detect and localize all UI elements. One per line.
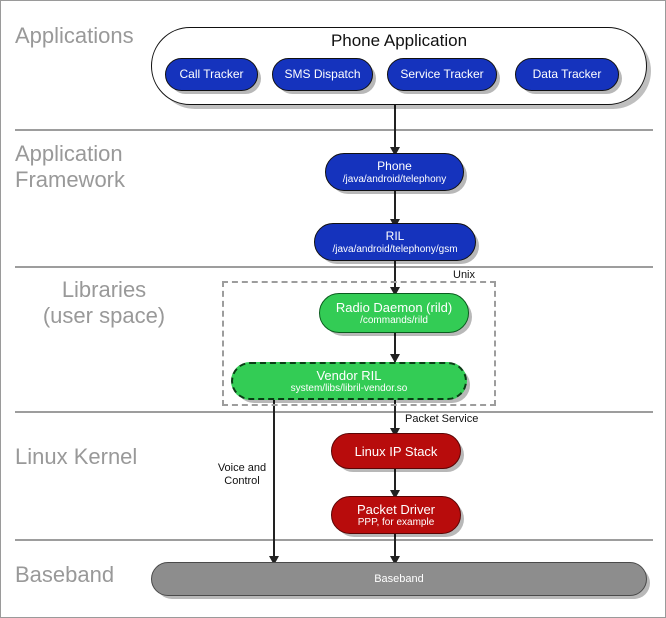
edge-label-voice-and-control: Voice and Control xyxy=(217,462,267,487)
phone-application-title: Phone Application xyxy=(330,31,468,50)
node-ril-subtitle: /java/android/telephony/gsm xyxy=(332,243,458,255)
node-linux-ip-stack-title: Linux IP Stack xyxy=(354,443,438,459)
app-node-call-tracker[interactable]: Call Tracker xyxy=(165,58,258,91)
app-node-sms-dispatch[interactable]: SMS Dispatch xyxy=(272,58,373,91)
layer-label-linux-kernel: Linux Kernel xyxy=(15,444,138,469)
layer-divider-applications xyxy=(15,129,653,131)
layer-label-applications: Applications xyxy=(15,23,134,48)
arrowhead-apps-to-phone xyxy=(390,147,400,156)
node-phone-title: Phone xyxy=(377,158,412,173)
app-node-service-tracker[interactable]: Service Tracker xyxy=(387,58,497,91)
app-node-sms-dispatch-label: SMS Dispatch xyxy=(284,67,361,81)
node-vendor-ril[interactable]: Vendor RIL system/libs/libril-vendor.so xyxy=(231,362,467,400)
arrowhead-voice-and-control xyxy=(269,556,279,565)
arrowhead-rild-to-vendor-ril xyxy=(390,354,400,363)
node-radio-daemon-subtitle: /commands/rild xyxy=(360,314,428,326)
node-packet-driver-title: Packet Driver xyxy=(356,501,436,517)
connector-vendor-ril-to-ip-stack xyxy=(394,400,396,432)
connector-packet-driver-to-baseband xyxy=(394,534,396,560)
app-node-service-tracker-label: Service Tracker xyxy=(400,67,484,81)
arrowhead-ril-to-rild xyxy=(390,287,400,296)
edge-label-packet-service: Packet Service xyxy=(405,413,479,425)
node-baseband-title: Baseband xyxy=(374,572,424,585)
connector-voice-and-control xyxy=(273,400,275,560)
connector-phone-to-ril xyxy=(394,191,396,223)
connector-rild-to-vendor-ril xyxy=(394,333,396,363)
node-phone[interactable]: Phone /java/android/telephony xyxy=(325,153,464,191)
app-node-call-tracker-label: Call Tracker xyxy=(179,67,244,81)
node-packet-driver-subtitle: PPP, for example xyxy=(357,516,435,528)
app-node-data-tracker-label: Data Tracker xyxy=(532,67,602,81)
node-packet-driver[interactable]: Packet Driver PPP, for example xyxy=(331,496,461,534)
layer-label-libraries: Libraries (user space) xyxy=(42,277,166,328)
layer-label-application-framework: Application Framework xyxy=(15,141,126,192)
connector-ip-stack-to-packet-driver xyxy=(394,469,396,497)
node-baseband[interactable]: Baseband xyxy=(151,562,647,596)
unix-region-label: Unix xyxy=(453,269,476,281)
layer-divider-kernel xyxy=(15,539,653,541)
app-node-data-tracker[interactable]: Data Tracker xyxy=(515,58,619,91)
arrowhead-packet-driver-to-baseband xyxy=(390,556,400,565)
node-phone-subtitle: /java/android/telephony xyxy=(342,173,447,185)
layer-label-baseband: Baseband xyxy=(15,562,115,587)
connector-apps-to-phone xyxy=(394,105,396,151)
node-linux-ip-stack[interactable]: Linux IP Stack xyxy=(331,433,461,469)
node-radio-daemon-title: Radio Daemon (rild) xyxy=(335,299,453,315)
node-vendor-ril-subtitle: system/libs/libril-vendor.so xyxy=(290,382,408,394)
layer-divider-libraries xyxy=(15,411,653,413)
node-radio-daemon[interactable]: Radio Daemon (rild) /commands/rild xyxy=(319,293,469,333)
arrowhead-ip-stack-to-packet-driver xyxy=(390,490,400,499)
unix-region xyxy=(222,281,496,406)
node-ril-title: RIL xyxy=(385,228,405,243)
node-ril[interactable]: RIL /java/android/telephony/gsm xyxy=(314,223,476,261)
connector-ril-to-rild xyxy=(394,261,396,291)
layer-divider-framework xyxy=(15,266,653,268)
node-vendor-ril-title: Vendor RIL xyxy=(316,367,382,383)
